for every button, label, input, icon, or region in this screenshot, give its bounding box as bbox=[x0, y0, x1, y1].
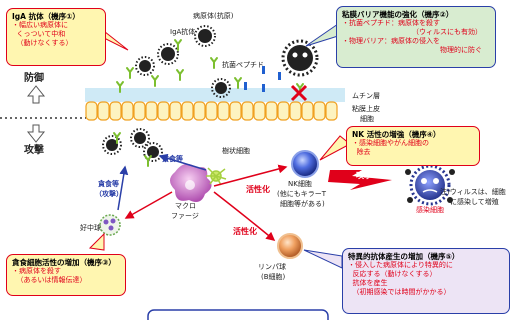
neutrophil-cell bbox=[99, 214, 121, 236]
attack-bolt-icon bbox=[328, 170, 392, 190]
dendritic-cell-label: 樹状細胞 bbox=[222, 147, 250, 155]
virus-note-2: に感染して増殖 bbox=[450, 198, 499, 206]
activation-label-1: 活性化 bbox=[246, 185, 270, 194]
defense-label: 防御 bbox=[24, 73, 44, 84]
mucin-layer bbox=[85, 88, 345, 102]
barrier-callout: 粘膜バリア機能の強化（機序②） ・抗菌ペプチド：病原体を殺す （ウィルスにも有効… bbox=[336, 6, 496, 68]
phago-top-arrow bbox=[158, 153, 207, 171]
epithelium-label-1: 粘膜上皮 bbox=[352, 105, 380, 113]
neutrophil-label: 好中球 bbox=[80, 224, 101, 232]
iga-callout-line: ・幅広い病原体に bbox=[12, 21, 68, 29]
infected-cell bbox=[405, 164, 455, 206]
antibody-callout-pointer bbox=[303, 249, 343, 269]
bottom-partial-callout bbox=[147, 309, 329, 320]
dendritic-cell bbox=[206, 167, 227, 186]
nk-cell-label-2: (他にもキラーT bbox=[277, 190, 327, 198]
antibody-callout-line: 反応する（動けなくする） bbox=[348, 270, 437, 278]
activation-to-nk-arrow bbox=[213, 164, 288, 187]
nk-callout-line: 除去 bbox=[352, 148, 371, 156]
iga-antibody-label: IgA抗体 bbox=[170, 28, 196, 36]
up-arrow-icon bbox=[26, 85, 46, 104]
antibody-callout: 特異的抗体産生の増加（機序⑤） ・侵入した病原体により特異的に 反応する（動けな… bbox=[342, 248, 510, 314]
phago-left-arrow bbox=[117, 165, 129, 211]
macrophage-label-2: ファージ bbox=[171, 212, 199, 220]
blocked-x-icon bbox=[290, 84, 308, 102]
iga-callout-line: （動けなくする） bbox=[12, 39, 73, 47]
phago-left-label-1: 貪食等 bbox=[98, 180, 119, 188]
antimicrobial-peptide-label: 抗菌ペプチド bbox=[222, 61, 264, 69]
virus-note-1: 注)ウィルスは、細胞 bbox=[440, 188, 506, 196]
antibody-callout-line: 抗体を産生 bbox=[348, 279, 388, 287]
barrier-callout-pointer bbox=[305, 23, 339, 47]
nk-callout-title: NK 活性の増強（機序④） bbox=[352, 130, 441, 139]
mucin-label: ムチン層 bbox=[352, 92, 380, 100]
phago-callout-pointer bbox=[88, 232, 105, 251]
phago-top-label: 貪食等 bbox=[162, 155, 183, 163]
barrier-callout-line: 物理的に防ぐ bbox=[440, 46, 482, 54]
attack-label: 攻撃 bbox=[24, 145, 44, 156]
antibody-callout-line: （初期感染では時間がかかる） bbox=[348, 288, 451, 296]
activation-to-lymph-arrow bbox=[213, 191, 276, 241]
phago-callout-line: ・病原体を殺す bbox=[12, 267, 61, 275]
barrier-callout-line: ・抗菌ペプチド：病原体を殺す bbox=[342, 19, 440, 27]
nk-cell bbox=[291, 150, 319, 178]
iga-callout: IgA 抗体（機序①） ・幅広い病原体に くっついて中和 （動けなくする） bbox=[6, 8, 106, 66]
nk-callout-pointer bbox=[319, 135, 351, 161]
barrier-callout-line: （ウィルスにも有効） bbox=[412, 28, 482, 36]
macrophage-to-neutrophil-arrow bbox=[124, 191, 173, 219]
activation-label-2: 活性化 bbox=[233, 227, 257, 236]
iga-callout-line: くっついて中和 bbox=[12, 30, 66, 38]
barrier-callout-line: ・物理バリア：病原体の侵入を bbox=[342, 37, 440, 45]
phago-callout-line: （あるいは情報伝達） bbox=[12, 276, 87, 284]
epithelium-label-2: 細胞 bbox=[360, 115, 374, 123]
phago-callout-title: 貪食細胞活性の増加（機序③） bbox=[12, 258, 116, 267]
nk-activity-callout: NK 活性の増強（機序④） ・感染細胞やがん細胞の 除去 bbox=[346, 126, 480, 166]
lymphocyte-label-1: リンパ球 bbox=[258, 263, 286, 271]
phagocyte-callout: 貪食細胞活性の増加（機序③） ・病原体を殺す （あるいは情報伝達） bbox=[6, 254, 126, 296]
phago-left-label-2: （攻撃） bbox=[95, 190, 123, 198]
infected-cell-label: 感染細胞 bbox=[416, 206, 444, 214]
iga-callout-title: IgA 抗体（機序①） bbox=[12, 12, 80, 21]
nk-callout-line: ・感染細胞やがん細胞の bbox=[352, 139, 429, 147]
antibody-callout-line: ・侵入した病原体により特異的に bbox=[348, 261, 453, 269]
lymphocyte-label-2: (B細胞) bbox=[261, 273, 286, 281]
down-arrow-icon bbox=[26, 124, 46, 143]
nk-cell-label-1: NK細胞 bbox=[288, 180, 312, 188]
antibody-callout-title: 特異的抗体産生の増加（機序⑤） bbox=[348, 252, 460, 261]
lymphocyte-cell bbox=[277, 233, 303, 259]
barrier-callout-title: 粘膜バリア機能の強化（機序②） bbox=[342, 10, 454, 19]
attack-bolt-label: 攻撃 bbox=[356, 171, 372, 180]
epithelium-cells bbox=[85, 101, 338, 121]
pathogen-label: 病原体(抗原) bbox=[193, 12, 234, 20]
nk-cell-label-3: 細胞等がある) bbox=[280, 200, 325, 208]
iga-antibody-icons bbox=[113, 39, 304, 167]
antimicrobial-peptide-icons bbox=[244, 66, 281, 92]
macrophage-label-1: マクロ bbox=[175, 202, 196, 210]
pathogen-icons bbox=[102, 25, 319, 162]
